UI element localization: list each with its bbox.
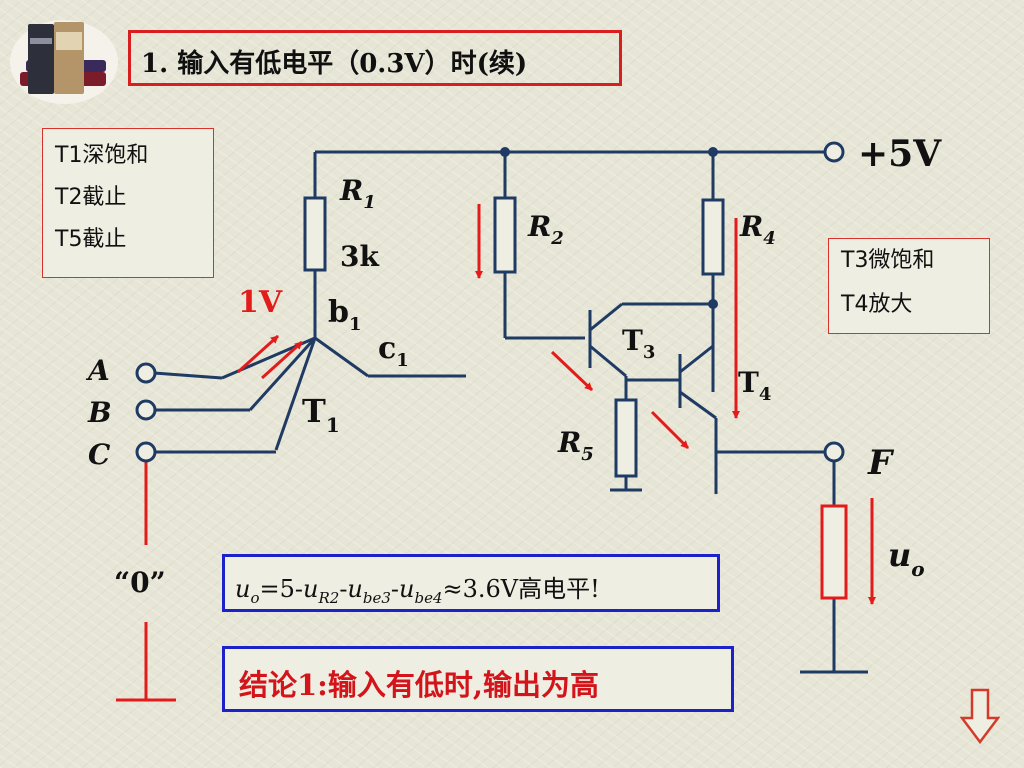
state-t2: T2截止: [55, 185, 127, 210]
input-b-label: B: [87, 396, 112, 429]
r2-label: R2: [527, 210, 564, 249]
circuit-wires: [153, 150, 868, 674]
formula-sub-be4: be4: [414, 588, 443, 607]
t4-label: T4: [738, 366, 771, 405]
terminal-c: [135, 441, 157, 463]
state-box-right: T3微饱和 T4放大: [828, 238, 990, 334]
t1-label: T1: [302, 392, 340, 437]
formula-dash: -: [390, 575, 400, 603]
formula-sub-o: o: [250, 588, 260, 607]
r4-label: R4: [739, 210, 776, 249]
formula-result: ≈3.6V高电平!: [442, 575, 600, 603]
junction-dot: [500, 147, 510, 157]
formula-sub-be3: be3: [362, 588, 391, 607]
resistor-r5: [614, 398, 638, 478]
terminal-vcc: [823, 141, 845, 163]
book-stack-icon: [10, 20, 118, 104]
t3-label: T3: [622, 324, 655, 363]
terminal-f: [823, 441, 845, 463]
resistor-load: [820, 504, 848, 600]
state-t1: T1深饱和: [55, 143, 149, 168]
r1-value-label: 3k: [340, 240, 379, 273]
formula-u: u: [235, 575, 251, 603]
formula-eq: =5-: [259, 575, 304, 603]
resistor-r1: [303, 196, 327, 272]
terminal-b: [135, 399, 157, 421]
conclusion-box: 结论1:输入有低时,输出为高: [222, 646, 734, 712]
junction-dot: [708, 299, 718, 309]
formula-sub-r2: R2: [318, 588, 340, 607]
resistor-r4: [701, 198, 725, 276]
r5-label: R5: [557, 426, 594, 465]
uo-label: uo: [888, 536, 925, 581]
input-c-ground: [116, 462, 176, 702]
zero-label: “0”: [114, 566, 166, 599]
formula-dash: -: [339, 575, 348, 603]
state-t4: T4放大: [841, 292, 913, 317]
vcc-label: +5V: [858, 133, 942, 175]
b1-label: b1: [328, 295, 362, 335]
down-arrow-icon[interactable]: [960, 688, 1000, 744]
state-t3: T3微饱和: [841, 248, 935, 273]
input-a-label: A: [85, 354, 110, 387]
formula-u: u: [399, 575, 415, 603]
page-title: 1. 输入有低电平（0.3V）时(续): [128, 30, 622, 86]
c1-label: c1: [378, 331, 409, 371]
formula-u: u: [303, 575, 319, 603]
junction-dot: [708, 147, 718, 157]
formula-u: u: [347, 575, 363, 603]
input-c-label: C: [88, 438, 111, 471]
state-t5: T5截止: [55, 227, 127, 252]
v1-label: 1V: [238, 285, 283, 320]
terminal-a: [135, 362, 157, 384]
output-f-label: F: [867, 443, 895, 483]
resistor-r2: [493, 196, 517, 274]
formula-box: uo=5-uR2-ube3-ube4≈3.6V高电平!: [222, 554, 720, 612]
current-arrows: [236, 204, 876, 605]
state-box-left: T1深饱和 T2截止 T5截止: [42, 128, 214, 278]
r1-label: R1: [339, 174, 376, 213]
